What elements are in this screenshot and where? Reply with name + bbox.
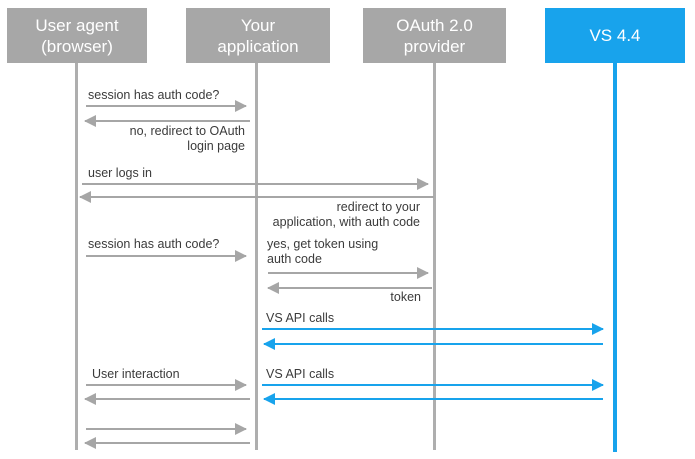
message-arrow-user-logs-in: [82, 178, 429, 190]
label-redirect-app: redirect to your application, with auth …: [272, 200, 420, 229]
return-arrow-token: [267, 282, 432, 294]
actor-oauth-provider: OAuth 2.0 provider: [363, 8, 506, 63]
actor-user-agent: User agent (browser): [7, 8, 147, 63]
lifeline-vs44: [613, 63, 617, 452]
label-session-check-2: session has auth code?: [88, 237, 220, 251]
return-arrow-redirect-app: [79, 191, 434, 203]
actor-oauth-provider-label: OAuth 2.0 provider: [396, 15, 473, 56]
message-arrow-session-check-1: [86, 100, 247, 112]
lifeline-your-application: [255, 63, 258, 450]
message-arrow-session-check-2: [86, 250, 247, 262]
return-arrow-user-interaction: [84, 393, 250, 405]
label-get-token: yes, get token using auth code: [267, 237, 379, 266]
label-user-interaction: User interaction: [92, 367, 180, 381]
label-vs-api-calls-2: VS API calls: [266, 367, 335, 381]
return-arrow-redirect-oauth: [84, 115, 250, 127]
label-token: token: [390, 290, 421, 304]
message-arrow-user-interaction: [86, 379, 247, 391]
lifeline-user-agent: [75, 63, 78, 450]
actor-user-agent-label: User agent (browser): [35, 15, 119, 56]
lifeline-oauth-provider: [433, 63, 436, 450]
message-arrow-vs-api-2: [262, 379, 604, 391]
label-vs-api-calls-1: VS API calls: [266, 311, 335, 325]
message-arrow-vs-api-1: [262, 323, 604, 335]
actor-vs44: VS 4.4: [545, 8, 685, 63]
return-arrow-vs-api-2: [263, 393, 603, 405]
message-arrow-get-token: [268, 267, 429, 279]
actor-vs44-label: VS 4.4: [589, 26, 641, 45]
actor-your-application-label: Your application: [217, 15, 299, 56]
return-arrow-vs-api-1: [263, 338, 603, 350]
actor-your-application: Your application: [186, 8, 330, 63]
message-arrow-unlabeled: [86, 423, 247, 435]
label-redirect-oauth: no, redirect to OAuth login page: [129, 124, 245, 153]
label-session-check-1: session has auth code?: [88, 88, 220, 102]
label-user-logs-in: user logs in: [88, 166, 152, 180]
return-arrow-unlabeled: [84, 437, 250, 449]
